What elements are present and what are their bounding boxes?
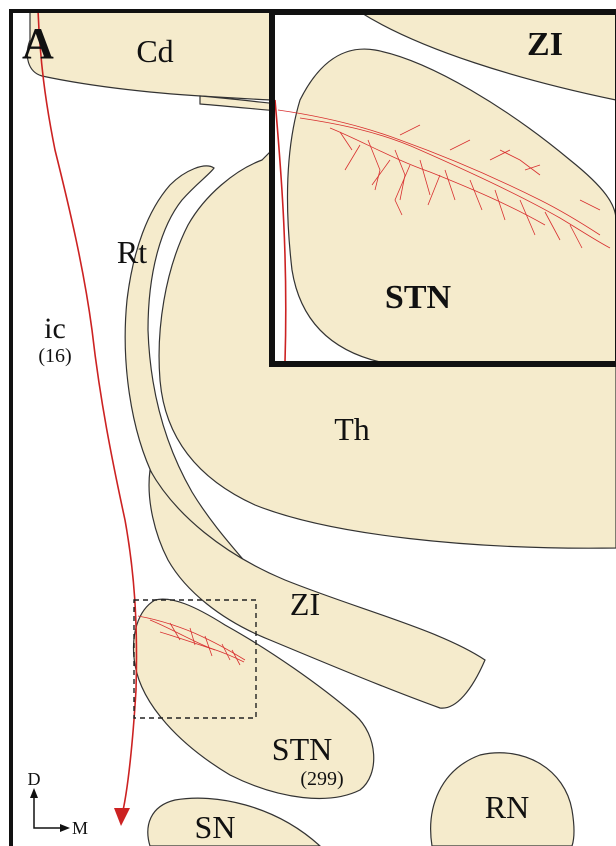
label-stn-count: (299) — [300, 768, 343, 790]
main-axon — [38, 10, 137, 815]
orientation-dorsal: D — [28, 769, 41, 789]
label-ic-count: (16) — [38, 345, 71, 367]
label-zi: ZI — [290, 586, 320, 622]
inset-label-stn: STN — [385, 279, 452, 316]
label-th: Th — [334, 411, 370, 447]
label-ic: ic — [44, 312, 66, 345]
orientation-indicator: D M — [28, 769, 89, 838]
label-rt: Rt — [117, 234, 147, 270]
inset-label-zi: ZI — [527, 26, 563, 63]
axon-arrowhead — [114, 808, 130, 826]
label-rn: RN — [485, 789, 529, 825]
label-cd: Cd — [136, 33, 173, 69]
label-sn: SN — [195, 809, 236, 845]
orientation-medial: M — [72, 818, 88, 838]
panel-letter: A — [22, 19, 54, 68]
label-stn: STN — [272, 731, 332, 767]
inset-panel: ZI STN — [272, 12, 616, 364]
